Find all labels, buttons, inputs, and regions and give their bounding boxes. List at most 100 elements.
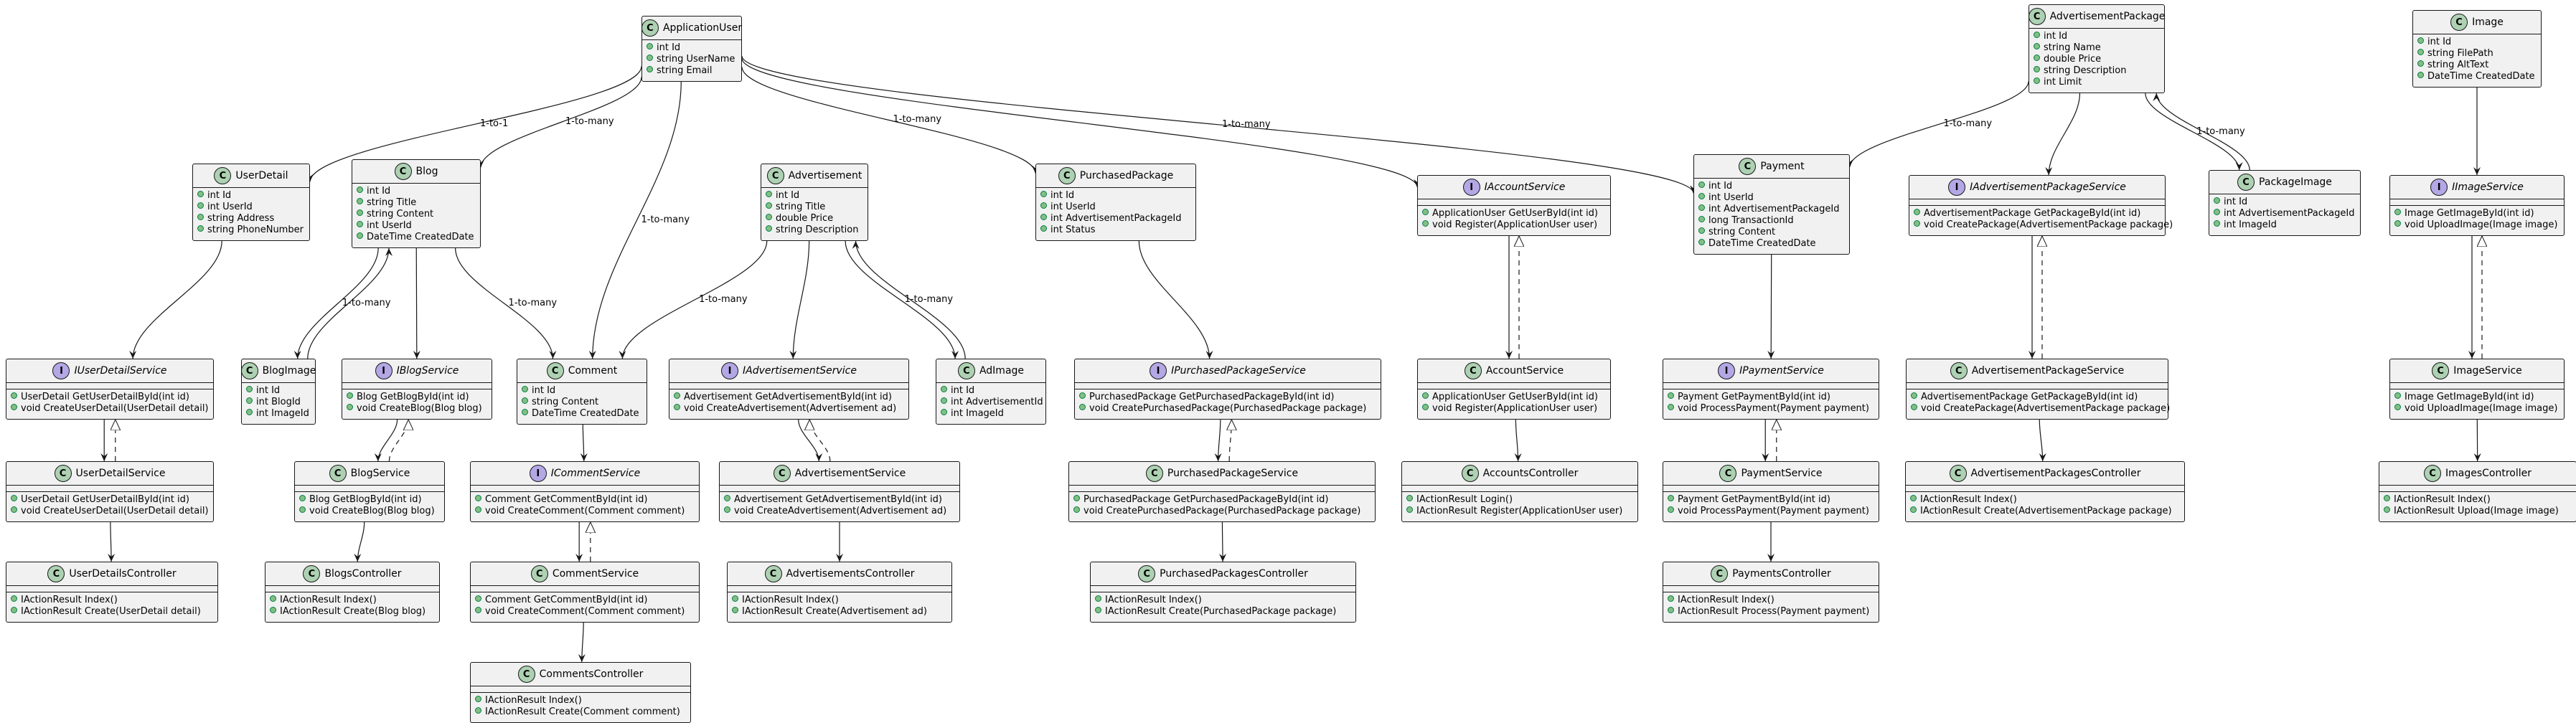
member-item: int Id [2417,37,2537,48]
member-item: void CreateUserDetail(UserDetail detail) [11,506,209,517]
member-item: IActionResult Create(Comment comment) [475,707,686,718]
association-arrow [133,241,222,359]
public-visibility-icon [522,409,528,415]
member-list: Advertisement GetAdvertisementById(int i… [669,389,908,419]
node-name: IPurchasedPackageService [1171,365,1306,377]
interface-badge-icon: I [52,362,70,379]
class-badge-icon: C [1719,465,1736,482]
member-item: void CreatePackage(AdvertisementPackage … [1911,403,2163,415]
public-visibility-icon [2394,404,2401,410]
class-badge-icon: C [1950,362,1968,379]
member-text: UserDetail GetUserDetailById(int id) [21,494,189,505]
member-item: ApplicationUser GetUserById(int id) [1422,392,1606,403]
member-item: void Register(ApplicationUser user) [1422,219,1606,231]
member-item: Advertisement GetAdvertisementById(int i… [674,392,904,403]
member-item: int Id [522,385,642,397]
class-badge-icon: C [214,167,231,184]
multiplicity-label: 1-to-many [893,114,942,125]
field-compartment [1663,586,1879,592]
node-name: Comment [568,365,618,377]
member-item: int UserId [1040,202,1191,213]
multiplicity-label: 1-to-many [699,294,748,305]
public-visibility-icon [766,214,772,220]
member-list: Advertisement GetAdvertisementById(int i… [720,492,959,521]
field-compartment [471,486,699,492]
member-list: PurchasedPackage GetPurchasedPackageById… [1069,492,1375,521]
member-item: IActionResult Index() [732,595,947,606]
member-list: IActionResult Index()IActionResult Creat… [728,592,951,622]
member-text: string Content [1708,227,1775,237]
member-item: void CreateComment(Comment comment) [475,506,695,517]
member-text: void CreateComment(Comment comment) [485,606,685,617]
node-name: IImageService [2452,181,2524,193]
node-header: I IImageService [2390,176,2564,199]
interface-badge-icon: I [375,362,392,379]
public-visibility-icon [270,595,276,602]
node-name: BlogService [351,468,410,479]
member-text: void CreatePackage(AdvertisementPackage … [1924,219,2173,230]
node-name: AdImage [979,365,1024,377]
class-badge-icon: C [1950,465,1967,482]
node-name: IAdvertisementPackageService [1970,181,2126,193]
member-text: void CreatePackage(AdvertisementPackage … [1921,403,2170,414]
member-text: IActionResult Login() [1416,494,1513,505]
member-item: string UserName [647,54,737,65]
class-badge-icon: C [241,362,258,379]
public-visibility-icon [357,221,363,227]
interface-badge-icon: I [2430,179,2448,196]
member-list: Blog GetBlogById(int id)void CreateBlog(… [342,389,492,419]
public-visibility-icon [647,55,653,61]
member-text: int Id [1050,190,1074,201]
node-name: ApplicationUser [663,22,742,34]
member-item: Blog GetBlogById(int id) [299,494,440,506]
field-compartment [2379,486,2576,492]
member-item: void CreatePurchasedPackage(PurchasedPac… [1079,403,1376,415]
class-badge-icon: C [303,565,320,582]
multiplicity-label: 1-to-many [1944,118,1993,129]
public-visibility-icon [674,404,680,410]
public-visibility-icon [246,409,253,415]
member-text: void CreateUserDetail(UserDetail detail) [21,506,209,516]
association-arrow [2049,93,2079,175]
member-text: int Id [207,190,231,201]
member-text: IActionResult Create(Comment comment) [485,707,680,717]
member-text: void CreatePurchasedPackage(PurchasedPac… [1089,403,1366,414]
member-item: int Id [2034,31,2160,42]
public-visibility-icon [357,186,363,193]
member-item: string Title [766,202,863,213]
class-badge-icon: C [1465,362,1482,379]
public-visibility-icon [2384,506,2390,513]
class-badge-icon: C [2432,362,2449,379]
member-item: Image GetImageById(int id) [2394,392,2559,403]
node-name: IUserDetailService [74,365,166,377]
public-visibility-icon [674,392,680,399]
field-compartment [1069,486,1375,492]
association-arrow [1515,420,1518,461]
public-visibility-icon [475,495,481,501]
field-compartment [471,586,699,592]
member-item: int AdvertisementPackageId [2214,208,2356,219]
member-item: string PhoneNumber [197,225,305,236]
member-text: Image GetImageById(int id) [2405,392,2534,402]
public-visibility-icon [1698,239,1705,245]
association-arrow [357,522,364,562]
node-name: BlogsController [324,568,401,580]
association-arrow [742,56,1693,193]
public-visibility-icon [2394,209,2401,215]
member-text: void Register(ApplicationUser user) [1432,403,1597,414]
interface-badge-icon: I [721,362,738,379]
member-item: string Description [2034,65,2160,77]
